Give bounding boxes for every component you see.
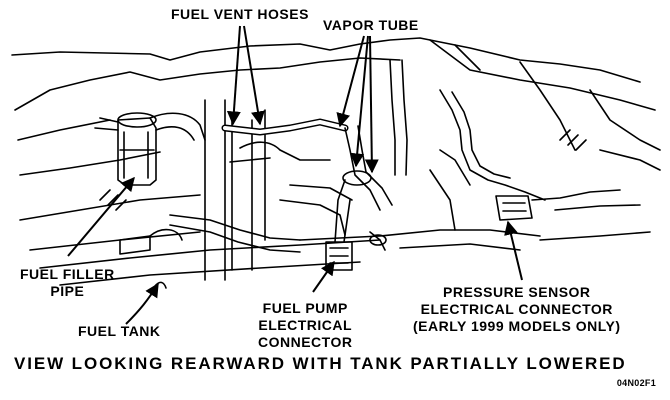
figure-id: 04N02F1: [616, 378, 656, 388]
leader-fuel-pump-connector: [312, 260, 335, 293]
leader-vapor-tube-c: [364, 35, 379, 174]
figure-caption: VIEW LOOKING REARWARD WITH TANK PARTIALL…: [14, 354, 627, 373]
label-fuel-pump-connector: FUEL PUMP ELECTRICAL CONNECTOR: [258, 300, 352, 351]
label-pressure-sensor-line3: (EARLY 1999 MODELS ONLY): [413, 318, 621, 334]
leader-fuel-filler-pipe: [67, 176, 135, 257]
label-fuel-pump-line3: CONNECTOR: [258, 334, 353, 350]
callout-leaders: [67, 25, 523, 325]
leader-pressure-sensor-connector: [504, 220, 523, 281]
label-fuel-pump-line2: ELECTRICAL: [258, 317, 353, 333]
label-pressure-sensor-line2: ELECTRICAL CONNECTOR: [420, 301, 613, 317]
label-pressure-sensor-connector: PRESSURE SENSOR ELECTRICAL CONNECTOR (EA…: [413, 284, 621, 335]
leader-vapor-tube-a: [336, 35, 365, 128]
label-fuel-tank: FUEL TANK: [78, 323, 161, 339]
leader-fuel-vent-hose-a: [226, 25, 241, 126]
label-fuel-vent-hoses: FUEL VENT HOSES: [171, 6, 309, 22]
label-fuel-filler-pipe-line2: PIPE: [50, 283, 85, 299]
label-fuel-pump-line1: FUEL PUMP: [262, 300, 348, 316]
leader-vapor-tube-b: [350, 35, 369, 168]
leader-fuel-tank: [125, 282, 159, 325]
leader-fuel-vent-hose-b: [243, 25, 265, 126]
label-pressure-sensor-line1: PRESSURE SENSOR: [443, 284, 591, 300]
label-vapor-tube: VAPOR TUBE: [323, 17, 419, 33]
label-fuel-filler-pipe-line1: FUEL FILLER: [20, 266, 115, 282]
vehicle-underbody-drawing: [11, 37, 661, 289]
label-fuel-filler-pipe: FUEL FILLER PIPE: [20, 266, 115, 300]
